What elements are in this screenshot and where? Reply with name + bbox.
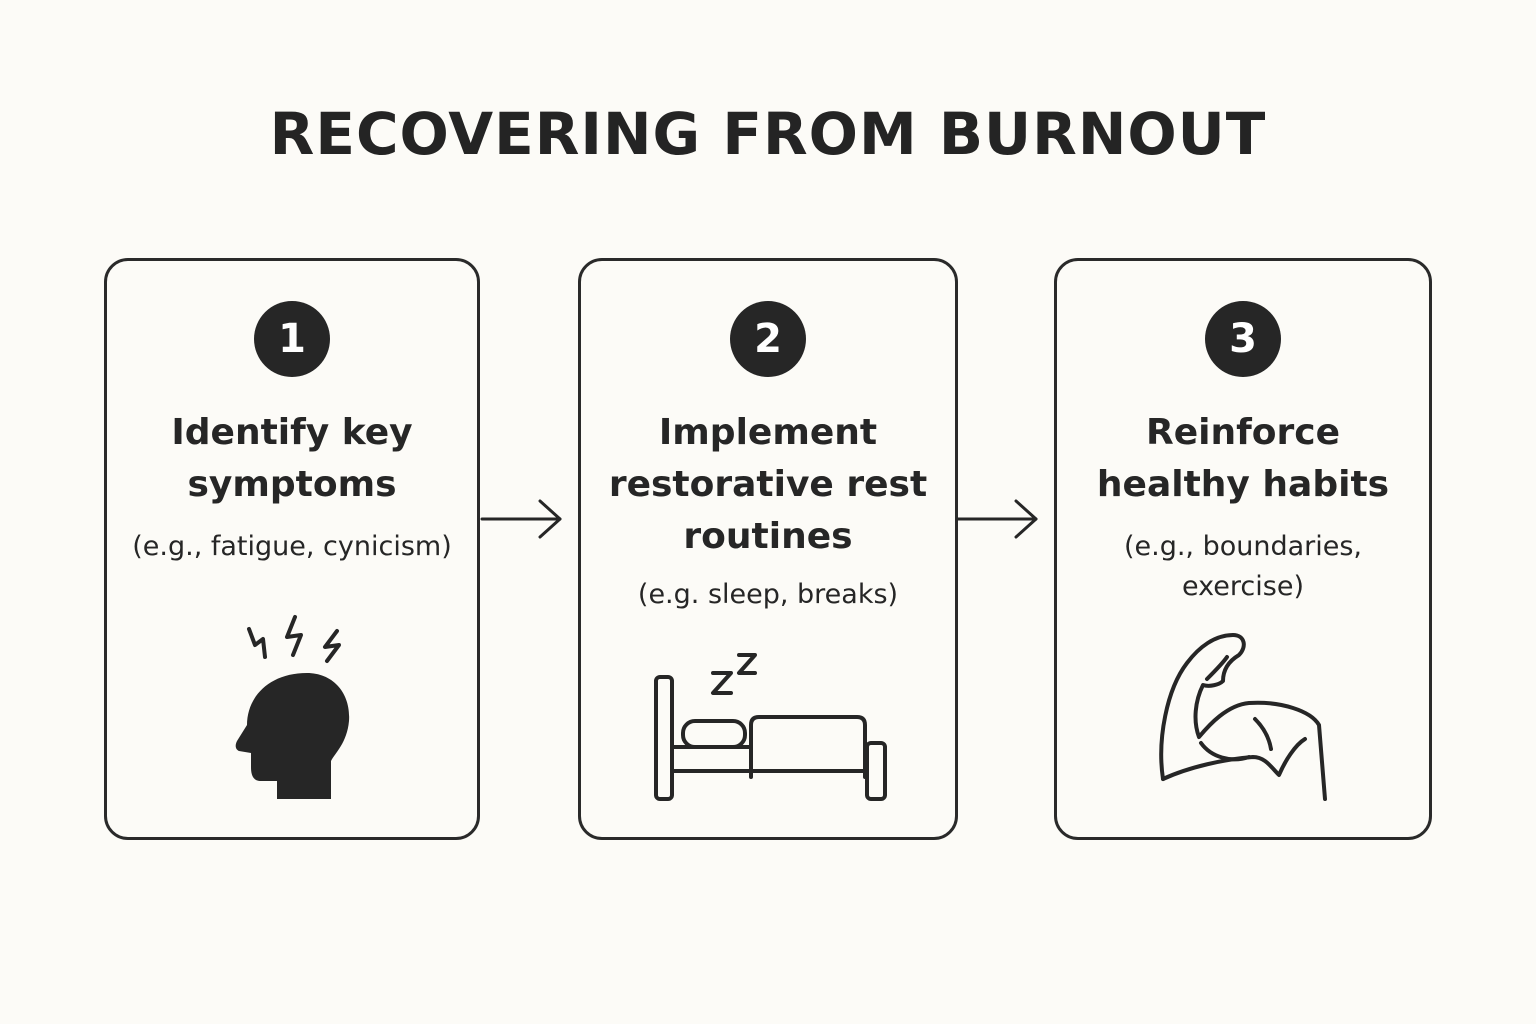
step-number-badge: 1 bbox=[254, 301, 330, 377]
step-subtext-line: (e.g., fatigue, cynicism) bbox=[132, 531, 452, 562]
diagram-title: RECOVERING FROM BURNOUT bbox=[269, 100, 1267, 168]
step-heading-line: Implement bbox=[658, 412, 878, 453]
step-subtext: (e.g., fatigue, cynicism) bbox=[107, 527, 477, 567]
arrow-right-icon bbox=[480, 499, 562, 539]
arrow-right-icon bbox=[956, 499, 1038, 539]
step-subtext: (e.g. sleep, breaks) bbox=[581, 575, 955, 615]
step-heading: Implement restorative rest routines bbox=[581, 407, 955, 563]
step-subtext-line: (e.g. sleep, breaks) bbox=[637, 579, 899, 610]
step-heading: Reinforce healthy habits bbox=[1057, 407, 1429, 511]
step-heading-line: Reinforce bbox=[1145, 412, 1340, 453]
step-heading: Identify key symptoms bbox=[107, 407, 477, 511]
step-heading-line: symptoms bbox=[187, 464, 397, 505]
step-subtext-line: exercise) bbox=[1182, 571, 1304, 602]
step-card-1: 1 Identify key symptoms (e.g., fatigue, … bbox=[104, 258, 480, 840]
step-card-3: 3 Reinforce healthy habits (e.g., bounda… bbox=[1054, 258, 1432, 840]
step-heading-line: restorative rest bbox=[608, 464, 928, 505]
step-heading-line: healthy habits bbox=[1096, 464, 1390, 505]
step-number-badge: 2 bbox=[730, 301, 806, 377]
bed-sleep-icon bbox=[654, 653, 887, 801]
step-heading-line: routines bbox=[683, 516, 853, 557]
step-subtext: (e.g., boundaries, exercise) bbox=[1057, 527, 1429, 607]
step-card-2: 2 Implement restorative rest routines (e… bbox=[578, 258, 958, 840]
step-number-badge: 3 bbox=[1205, 301, 1281, 377]
flexed-arm-icon bbox=[1159, 633, 1327, 801]
step-subtext-line: (e.g., boundaries, bbox=[1123, 531, 1363, 562]
step-heading-line: Identify key bbox=[171, 412, 413, 453]
stressed-head-icon bbox=[235, 615, 350, 799]
